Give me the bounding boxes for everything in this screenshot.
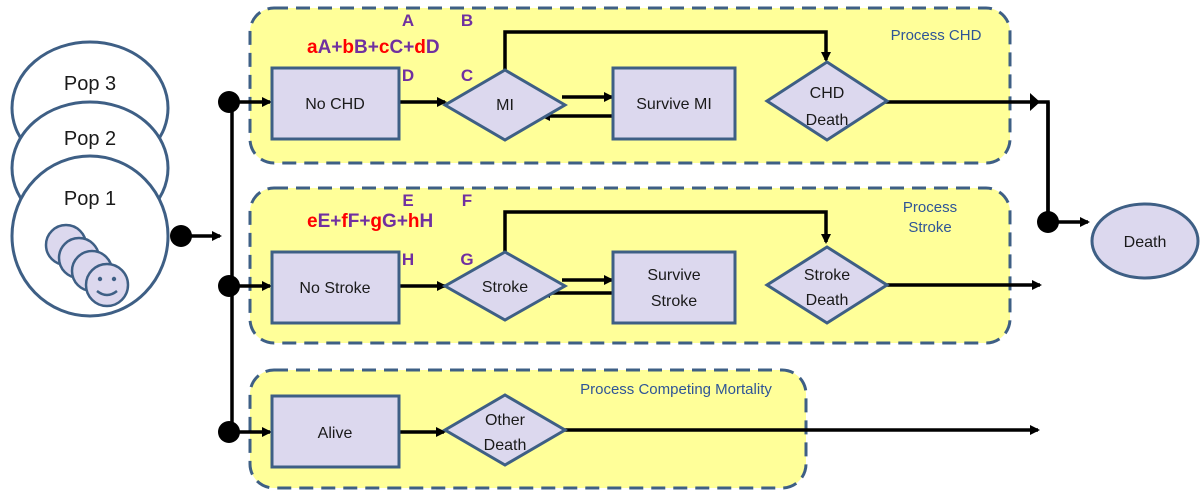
chd-formula-part: + — [403, 37, 414, 58]
chd-label-third: D — [402, 66, 414, 85]
stroke-label-first: E — [402, 191, 413, 210]
junction-dot-chd — [218, 91, 240, 113]
chd-formula-part: B — [354, 37, 368, 58]
junction-dot-stroke — [218, 275, 240, 297]
stroke-death-label-line1: Stroke — [804, 267, 850, 284]
no-stroke-label: No Stroke — [299, 280, 370, 297]
population-exit-dot — [170, 225, 192, 247]
stroke-formula-part: H — [420, 211, 434, 232]
chd-label-fourth: C — [461, 66, 473, 85]
survive-stroke-label-line1: Survive — [647, 267, 700, 284]
no-chd-state — [270, 66, 401, 141]
survive-stroke-state — [611, 250, 737, 325]
stroke-formula-part: + — [359, 211, 370, 232]
mi-label: MI — [496, 97, 514, 114]
stroke-formula-part: F — [348, 211, 360, 232]
mi-event — [442, 68, 568, 142]
chd-collector-arrowhead — [1030, 93, 1040, 111]
survive-mi-state — [611, 66, 737, 141]
survive-mi-label: Survive MI — [636, 96, 712, 113]
process-chd-title: Process CHD — [891, 27, 982, 44]
stroke-formula-part: h — [408, 211, 420, 232]
stroke-formula-part: G — [382, 211, 397, 232]
chd-formula-part: + — [331, 37, 342, 58]
chd-death-event — [764, 60, 890, 142]
chd-formula-part: A — [318, 37, 332, 58]
population-label-1: Pop 1 — [64, 188, 116, 210]
chd-formula-part: b — [342, 37, 354, 58]
stroke-death-event — [764, 245, 890, 325]
population-stack: Pop 3 Pop 2 Pop 1 — [10, 40, 170, 318]
alive-state — [270, 394, 401, 469]
chd-formula-part: D — [426, 37, 440, 58]
stroke-label-second: F — [462, 191, 472, 210]
process-stroke-title-line1: Process — [903, 199, 957, 216]
population-circle-1 — [10, 154, 170, 318]
chd-formula-part: a — [307, 37, 318, 58]
chd-formula-part: d — [414, 37, 426, 58]
no-stroke-state — [270, 250, 401, 325]
junction-dot-competing — [218, 421, 240, 443]
chd-formula-part: + — [368, 37, 379, 58]
population-label-2: Pop 2 — [64, 128, 116, 150]
chd-death-label-line1: CHD — [810, 85, 845, 102]
alive-label: Alive — [318, 425, 353, 442]
stroke-formula-part: + — [330, 211, 341, 232]
chd-formula: aA+bB+cC+dD — [307, 37, 440, 58]
chd-label-second: B — [461, 11, 473, 30]
stroke-death-label-line2: Death — [806, 292, 849, 309]
process-stroke-title-line2: Stroke — [908, 219, 951, 236]
population-label-3: Pop 3 — [64, 73, 116, 95]
stroke-event — [441, 250, 569, 322]
stroke-formula-part: + — [397, 211, 408, 232]
stroke-event-label: Stroke — [482, 279, 528, 296]
survive-stroke-label-line2: Stroke — [651, 293, 697, 310]
chd-formula-part: C — [389, 37, 403, 58]
chd-death-label-line2: Death — [806, 112, 849, 129]
stroke-label-third: H — [402, 250, 414, 269]
no-chd-label: No CHD — [305, 96, 365, 113]
death-state — [1090, 202, 1200, 280]
death-label: Death — [1124, 234, 1167, 251]
stroke-formula-part: E — [318, 211, 331, 232]
other-death-event — [442, 393, 568, 467]
stroke-formula-part: g — [370, 211, 382, 232]
stroke-formula-part: f — [341, 211, 348, 232]
competing-flow-arrows — [400, 425, 1040, 437]
process-competing-title: Process Competing Mortality — [580, 381, 772, 398]
other-death-label-line1: Other — [485, 412, 526, 429]
smiley-face-icon — [44, 223, 130, 308]
stroke-formula: eE+fF+gG+hH — [307, 211, 433, 232]
stroke-formula-part: e — [307, 211, 318, 232]
death-collector — [1046, 102, 1090, 227]
other-death-label-line2: Death — [484, 437, 527, 454]
stroke-label-fourth: G — [460, 250, 473, 269]
chd-label-first: A — [402, 11, 414, 30]
death-junction-dot — [1037, 211, 1059, 233]
chd-formula-part: c — [379, 37, 390, 58]
